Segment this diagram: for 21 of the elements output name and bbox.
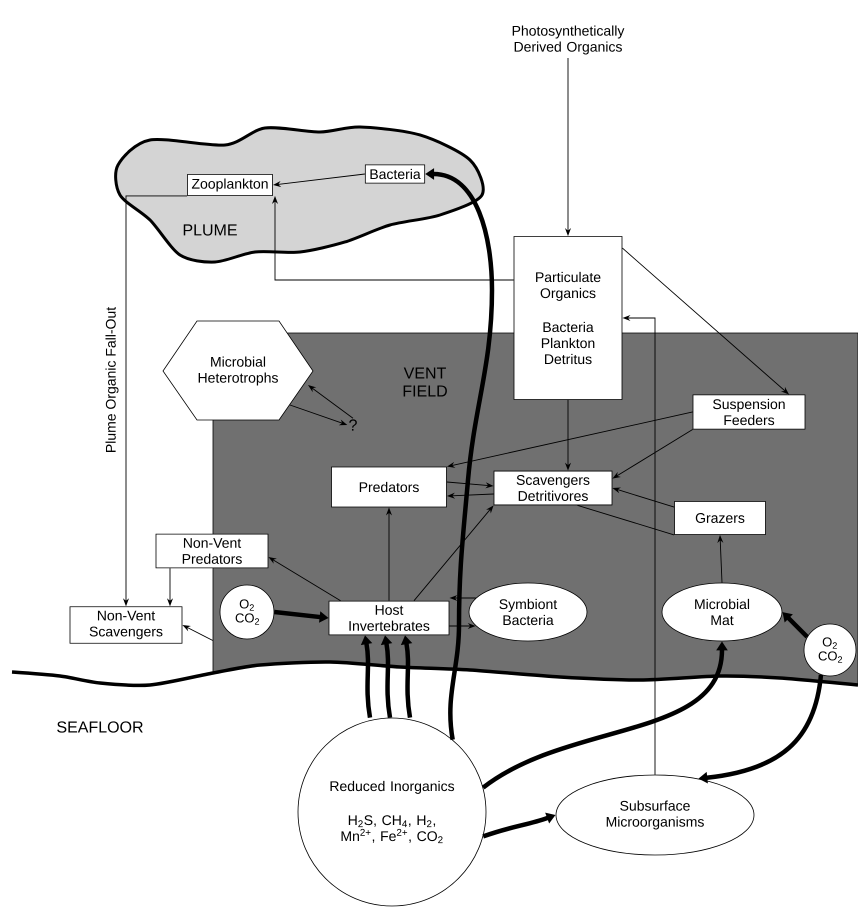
process-box: Particulate Organics Bacteria Plankton Detritus — [514, 236, 622, 400]
process-box: Grazers — [674, 501, 766, 535]
source-label: Photosynthetically Derived Organics — [512, 25, 624, 55]
ellipse-node: Subsurface Microorganisms — [556, 774, 754, 856]
process-box: Predators — [331, 466, 447, 508]
process-box: Non-Vent Predators — [156, 534, 268, 568]
process-box: Host Invertebrates — [328, 600, 450, 636]
process-box: Non-Vent Scavengers — [70, 606, 182, 644]
process-box: Zooplankton — [187, 174, 273, 196]
edge-label: Plume Organic Fall-Out — [105, 306, 119, 452]
region-label: PLUME — [184, 224, 237, 236]
question-mark: ? — [349, 419, 357, 431]
process-box: Scavengers Detritivores — [494, 470, 612, 506]
process-box: Bacteria — [364, 164, 426, 184]
process-box: Suspension Feeders — [692, 394, 806, 430]
hexagon: Microbial Heterotrophs — [162, 320, 314, 420]
ellipse-node: Microbial Mat — [662, 582, 782, 642]
region-label: VENT FIELD — [404, 368, 447, 396]
circle-node: Reduced Inorganics H$_{2}$S, CH$_{4}$, H$_{2}$, Mn$^{2+}$, Fe$^{2+}$, CO$_{2}$ — [298, 718, 486, 906]
ellipse-node: Symbiont Bacteria — [468, 582, 588, 642]
region-label: SEAFLOOR — [57, 721, 143, 733]
